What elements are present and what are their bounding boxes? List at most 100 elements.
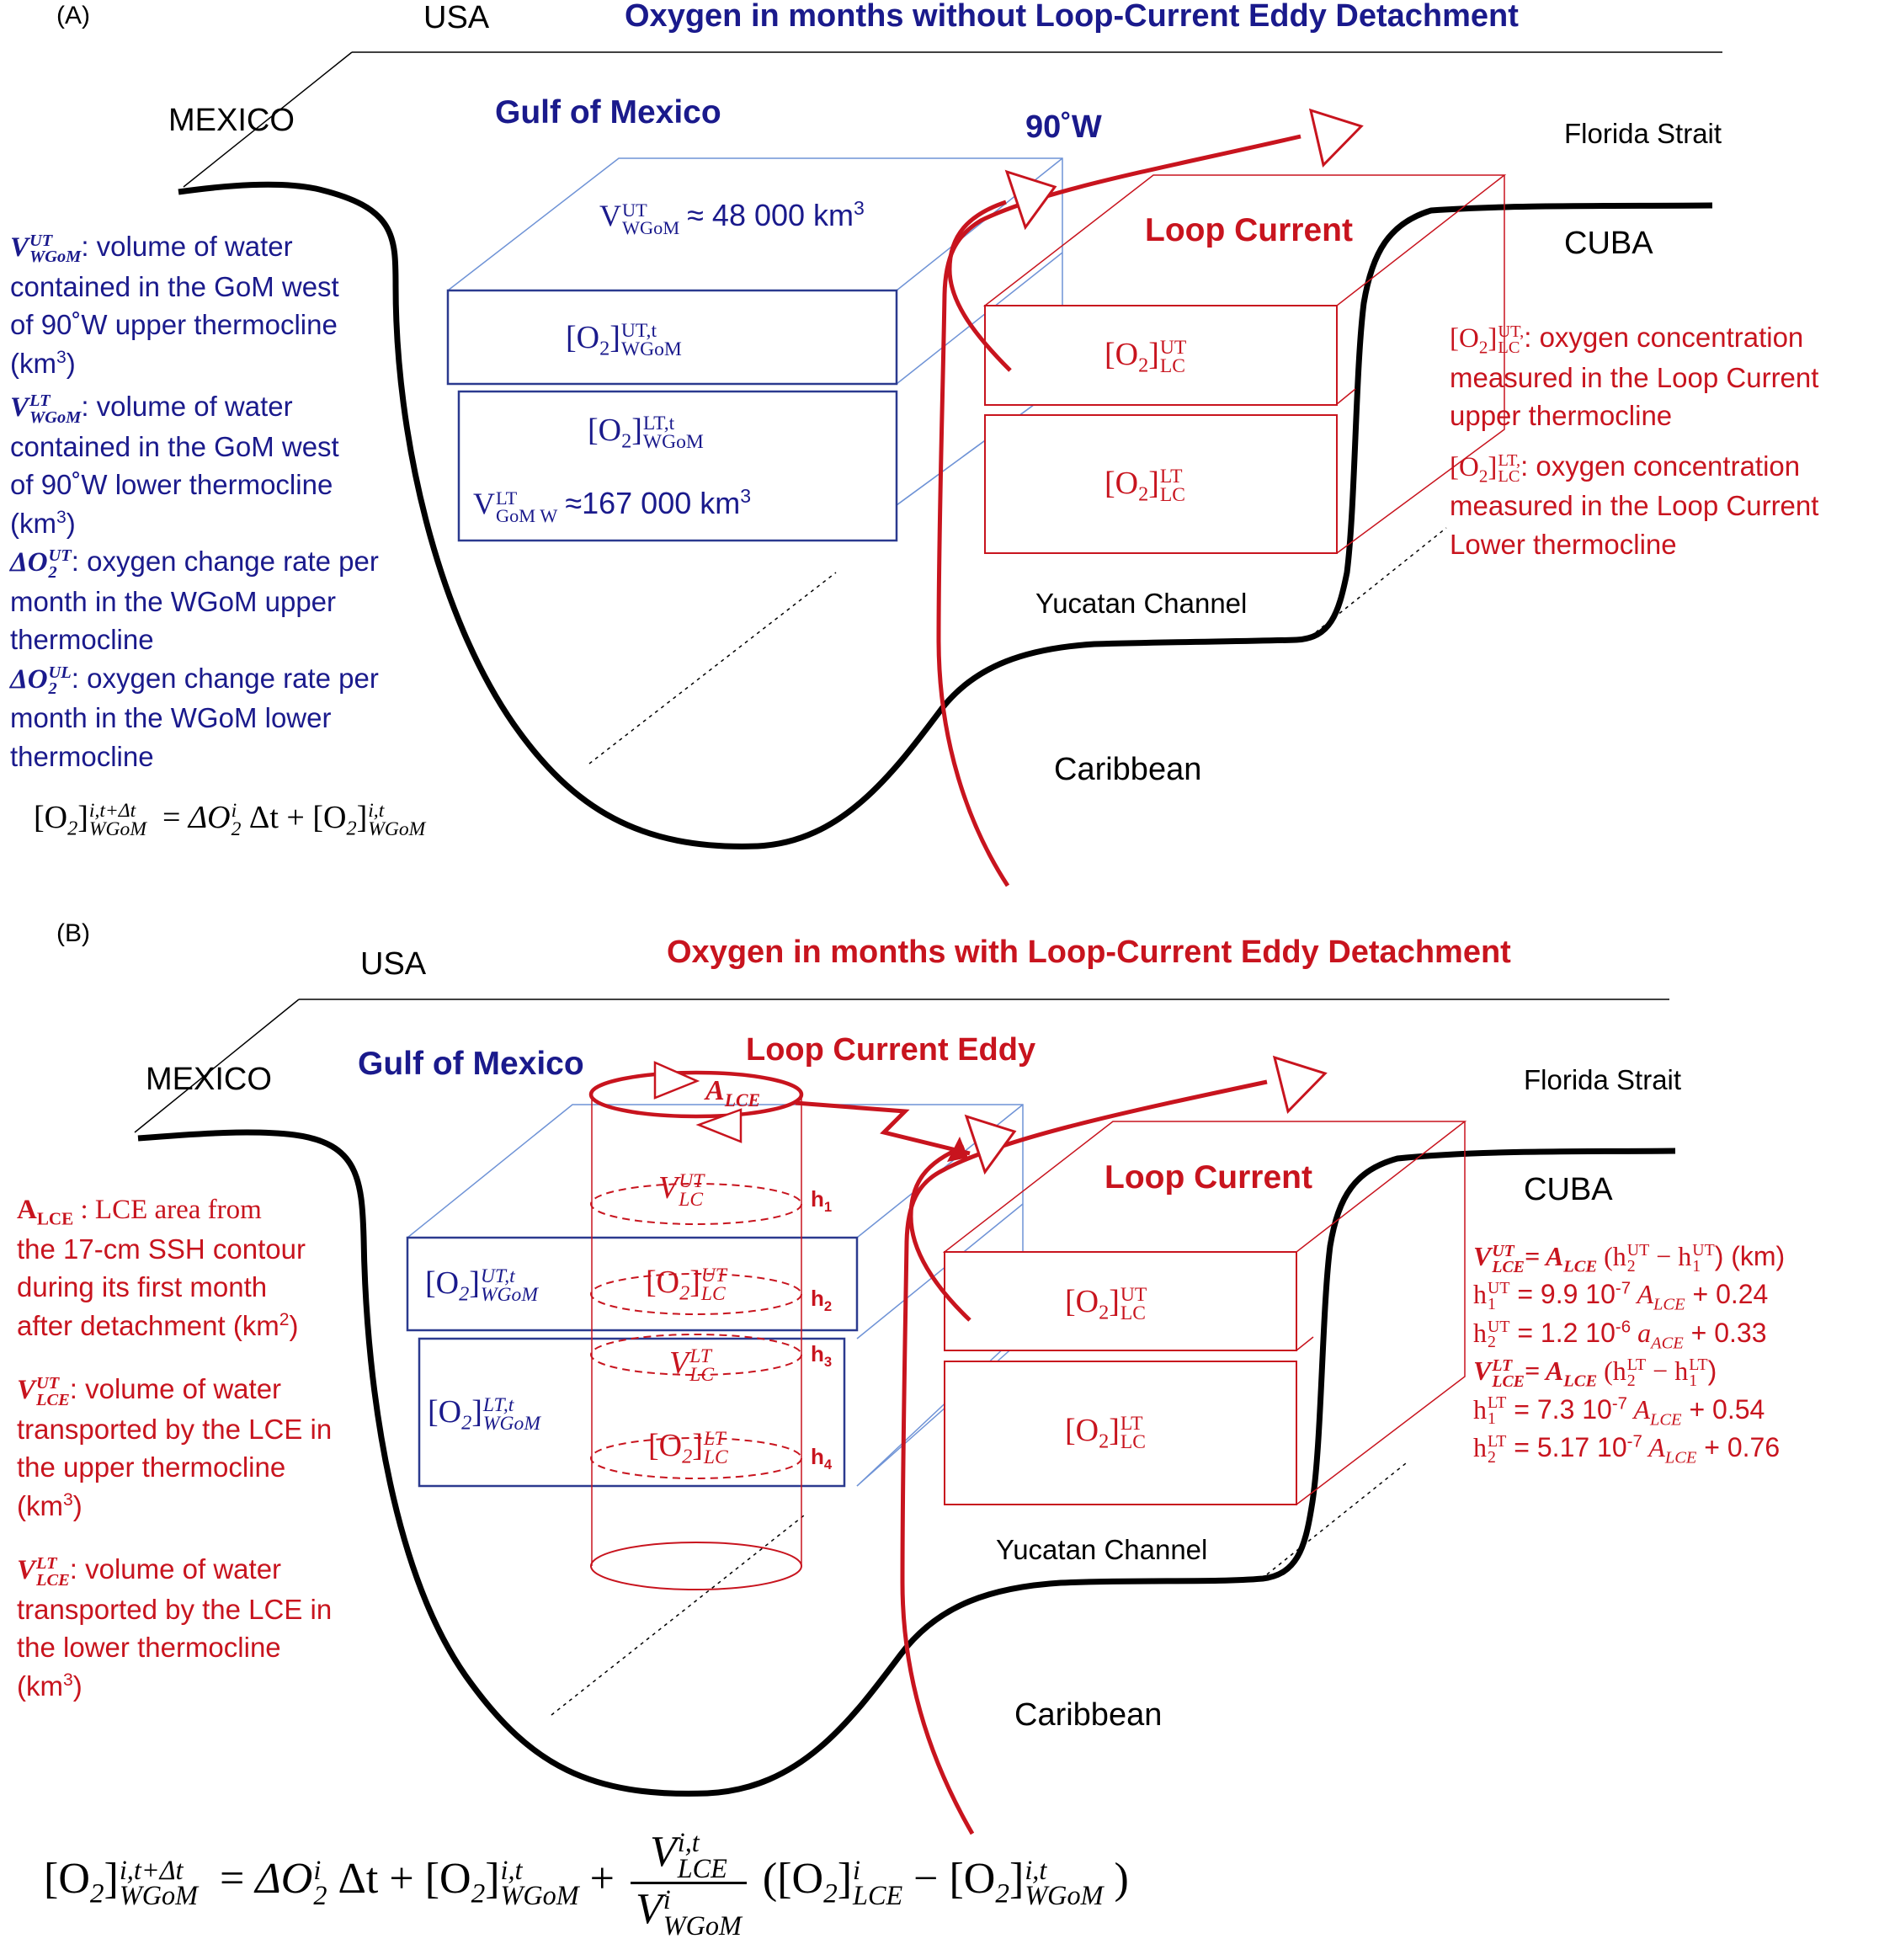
- o2-close: ]: [1488, 323, 1498, 354]
- paren: (h: [1597, 1241, 1626, 1271]
- v-symbol: V: [635, 1884, 663, 1933]
- note-text: ): [289, 1309, 299, 1341]
- sup: UT: [1488, 1317, 1510, 1336]
- exponent: -7: [1615, 1278, 1631, 1298]
- title-a: Oxygen in months without Loop-Current Ed…: [625, 0, 1519, 34]
- sub: LCE: [1653, 1295, 1685, 1314]
- delta-t: Δt +: [248, 800, 305, 835]
- sub: LC: [1120, 1431, 1147, 1454]
- sup: UT: [1159, 336, 1187, 359]
- delta-o: ΔO: [10, 663, 48, 695]
- a-term: A: [1627, 1393, 1651, 1425]
- lc-ut-box-b: [944, 1251, 1297, 1351]
- title-b: Oxygen in months with Loop-Current Eddy …: [667, 935, 1511, 970]
- o2-open: [O: [566, 320, 600, 355]
- a-term: A: [1631, 1279, 1654, 1310]
- sub: LCE: [1650, 1410, 1682, 1430]
- o2-open: [O: [949, 1855, 996, 1904]
- sup: UT: [29, 232, 53, 250]
- h-symbol: h: [811, 1286, 824, 1311]
- h4-label: h4: [811, 1444, 832, 1472]
- note-line: thermocline: [10, 740, 154, 772]
- o2-open: [O: [312, 800, 347, 835]
- sup: LT: [1492, 1356, 1513, 1376]
- loop-current-label-a: Loop Current: [1145, 212, 1353, 248]
- exponent: 3: [56, 347, 67, 367]
- sup: UL: [48, 663, 72, 682]
- o2-close: ]: [1148, 466, 1159, 501]
- delta-o: ΔO: [10, 547, 48, 578]
- o2-open: [O: [1065, 1284, 1099, 1319]
- sup: i,t: [1025, 1854, 1047, 1885]
- sup: LT: [36, 1554, 57, 1574]
- o2-open: [O: [646, 1265, 680, 1300]
- paren-close: ): [1114, 1855, 1129, 1904]
- florida-label-a: Florida Strait: [1564, 118, 1722, 149]
- loop-current-path-a: [936, 134, 1301, 887]
- note-line: the upper thermocline: [17, 1451, 286, 1483]
- sup: UT,: [1498, 322, 1525, 341]
- h2-label: h2: [811, 1286, 833, 1315]
- lce-cylinder: [588, 1070, 804, 1590]
- sup: i: [853, 1854, 860, 1885]
- sub: LCE: [36, 1390, 70, 1409]
- o2-close: ]: [1109, 1413, 1120, 1448]
- sub: LCE: [1492, 1371, 1525, 1391]
- guide-dash-a-left: [588, 572, 837, 764]
- note-line: (km3): [17, 1487, 332, 1526]
- o2-close: ]: [356, 800, 368, 835]
- equals-a: = A: [1524, 1355, 1564, 1387]
- note-line: : volume of water: [69, 1373, 282, 1405]
- note-line: during its first month: [17, 1271, 268, 1303]
- note-line: : oxygen concentration: [1520, 450, 1801, 482]
- sup: LT: [1488, 1431, 1507, 1451]
- o2-sub: 2: [459, 1282, 470, 1306]
- note-line: : oxygen change rate per: [71, 662, 379, 694]
- o2-sub: 2: [67, 817, 78, 840]
- a-lce-label: ALCE: [705, 1074, 760, 1110]
- sub: LCE: [1563, 1257, 1598, 1276]
- horizon-diagonal-b: [134, 999, 300, 1133]
- gulf-label-b: Gulf of Mexico: [358, 1046, 584, 1082]
- o2-open: [O: [1105, 337, 1139, 372]
- cuba-label-a: CUBA: [1564, 226, 1653, 261]
- sup: LT: [1626, 1355, 1647, 1375]
- sup: i,t: [677, 1827, 700, 1858]
- o2-close: ]: [1488, 451, 1498, 482]
- sub: LCE: [677, 1853, 727, 1884]
- wgom-ut-box-a: [446, 289, 898, 386]
- sup: UT: [679, 1169, 705, 1192]
- v-symbol: V: [17, 1375, 36, 1406]
- sub: WGoM: [88, 818, 146, 841]
- gulf-label-a: Gulf of Mexico: [495, 94, 721, 130]
- v-symbol: V: [649, 1828, 677, 1876]
- sub: LC: [689, 1364, 715, 1387]
- o2-sub: 2: [823, 1877, 838, 1909]
- sup: LT,: [1498, 450, 1521, 470]
- o2-sub: 2: [621, 429, 632, 453]
- minus: −: [913, 1855, 939, 1904]
- sub: LC: [1120, 1302, 1147, 1325]
- sub: 1: [1689, 1371, 1698, 1390]
- usa-label-b: USA: [360, 946, 427, 982]
- wgom-ut-box-b: [406, 1236, 859, 1332]
- lc-lt-box-a: [984, 414, 1338, 554]
- v-symbol: V: [599, 199, 621, 232]
- panel-a-graphics: [178, 51, 1722, 887]
- sub: 2: [823, 1298, 833, 1315]
- sup: LT: [689, 1345, 711, 1367]
- equals: =: [219, 1855, 245, 1904]
- note-line: month in the WGoM lower: [10, 702, 332, 734]
- sup: UT: [1120, 1283, 1147, 1306]
- exponent: 3: [62, 1670, 73, 1690]
- o2-open: [O: [428, 1394, 462, 1430]
- value: + 0.54: [1681, 1393, 1765, 1425]
